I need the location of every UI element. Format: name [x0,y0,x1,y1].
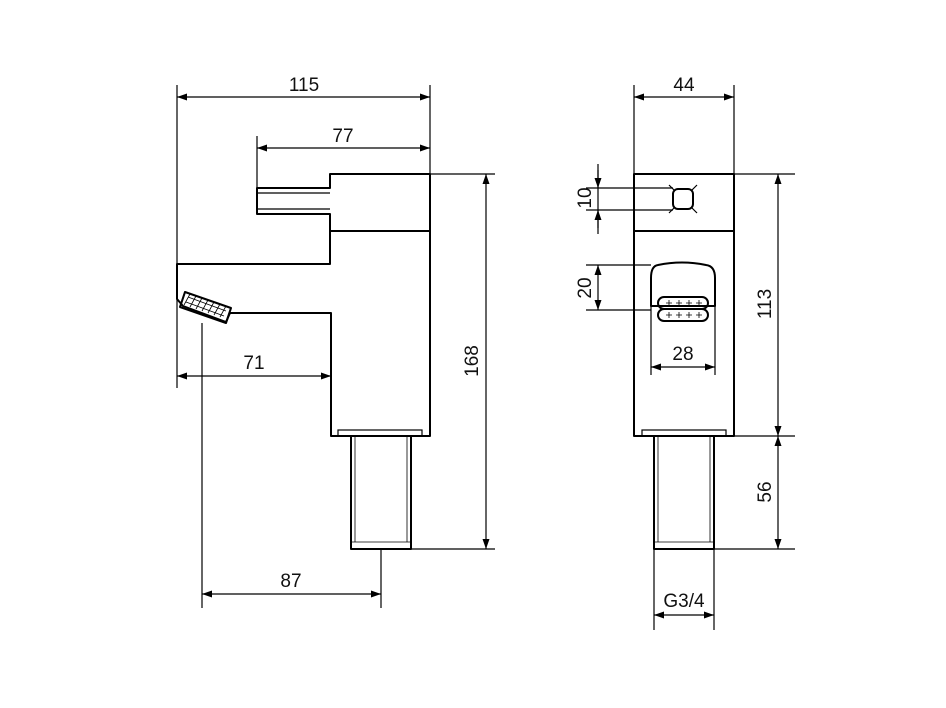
dim-spout-reach: 71 [243,353,264,374]
dim-body-height: 113 [755,289,776,319]
shank-front [653,435,715,550]
dim-lever-height: 10 [575,187,596,208]
dim-overall-height: 168 [462,345,483,377]
dim-aerator-to-centre: 87 [280,571,301,592]
side-view: 115 77 71 168 87 [176,75,495,608]
lever-indicator [668,184,698,214]
dim-aerator-height: 20 [575,277,596,298]
shank-side [350,435,412,550]
dim-shank-length: 56 [755,481,776,502]
front-view: 44 10 20 28 113 56 G3/4 [575,75,795,630]
tap-body-side-outline [176,173,431,437]
dim-lever-length: 77 [332,126,353,147]
dim-aerator-width: 28 [672,344,693,365]
spout-face-front [650,261,716,307]
dim-thread-size: G3/4 [663,591,705,612]
dim-overall-width: 115 [289,75,319,96]
aerator-front [657,296,709,322]
dim-front-width: 44 [673,75,695,96]
side-extension-lines [176,85,495,608]
aerator-side [179,291,232,324]
